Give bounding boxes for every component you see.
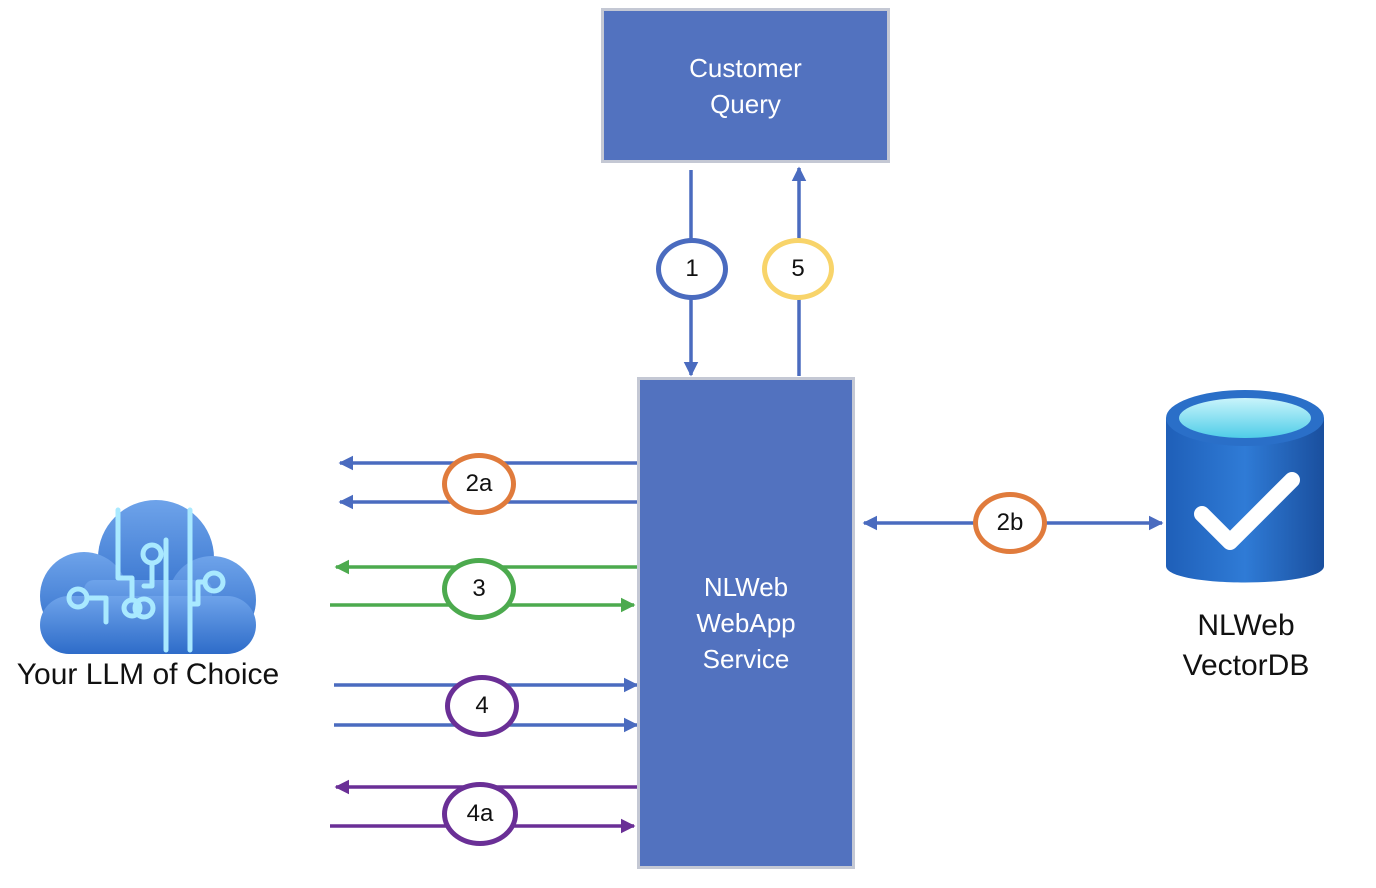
step-badge-label: 5 (791, 255, 805, 282)
customer-query-box: Customer Query (601, 8, 890, 163)
step-badge-label: 4 (475, 692, 489, 719)
step-badge-1: 1 (656, 238, 728, 300)
step-badge-2b: 2b (973, 492, 1047, 554)
webapp-service-box: NLWeb WebApp Service (637, 377, 855, 869)
step-badge-2a: 2a (442, 453, 516, 515)
step-badge-label: 3 (472, 575, 486, 602)
service-line2: WebApp (696, 608, 796, 638)
vectordb-line1: NLWeb (1197, 609, 1295, 642)
service-line1: NLWeb (703, 572, 789, 602)
step-badge-4a: 4a (442, 782, 518, 846)
llm-label: Your LLM of Choice (16, 658, 280, 691)
step-badge-label: 4a (466, 800, 494, 827)
step-badge-label: 2b (996, 509, 1024, 536)
service-line3: Service (702, 644, 790, 674)
step-badge-5: 5 (762, 238, 834, 300)
vectordb-label: NLWeb VectorDB (1150, 606, 1342, 686)
step-badge-label: 1 (685, 255, 699, 282)
step-badge-label: 2a (465, 470, 493, 497)
customer-query-line1: Customer (689, 52, 802, 83)
step-badge-3: 3 (442, 558, 516, 620)
database-check-icon (1166, 390, 1324, 583)
cloud-circuit-icon (40, 500, 256, 654)
customer-query-line2: Query (710, 88, 781, 119)
vectordb-line2: VectorDB (1182, 649, 1310, 682)
step-badge-4: 4 (445, 675, 519, 737)
